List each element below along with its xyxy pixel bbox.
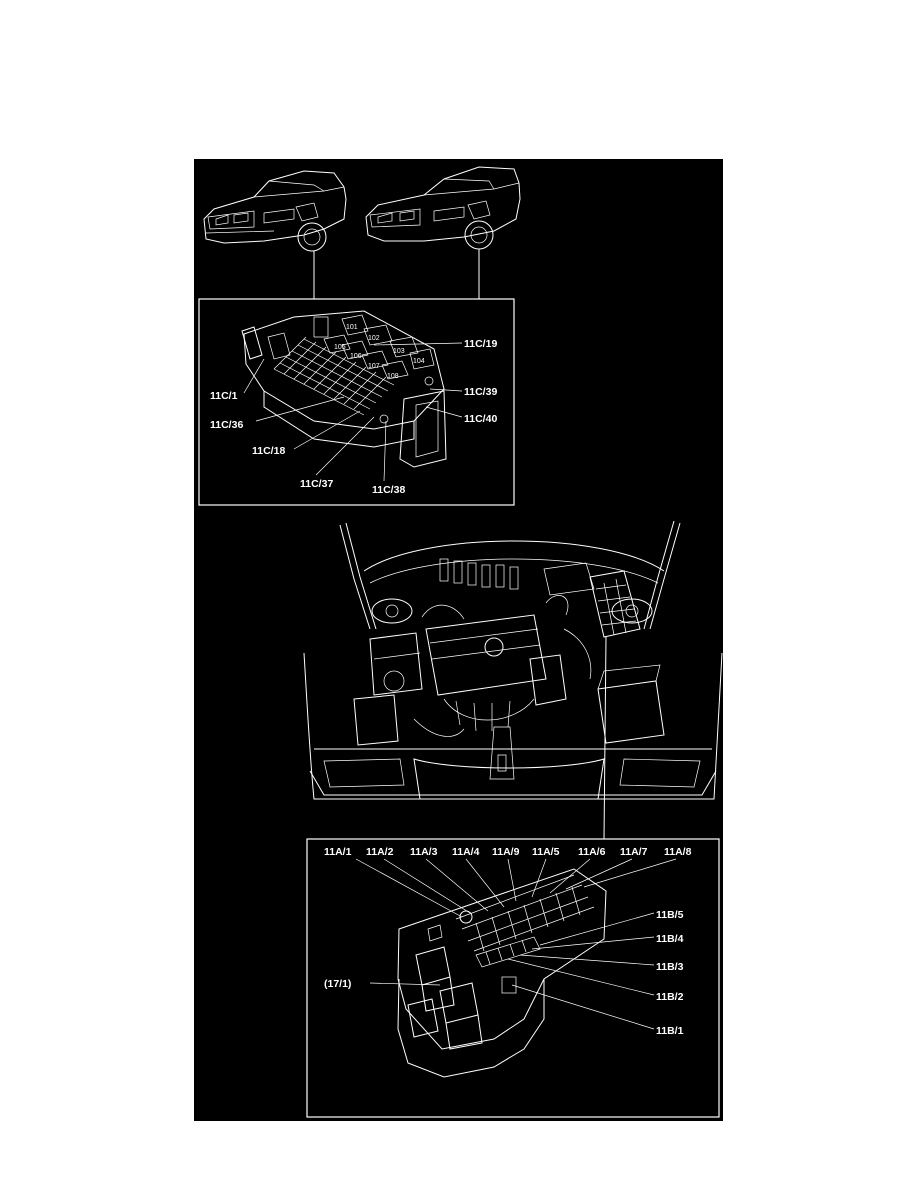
- label-11a-2: 11A/2: [366, 846, 394, 858]
- label-11a-8: 11A/8: [664, 846, 692, 858]
- leader-11b-5: [539, 912, 655, 946]
- leader-11a-2: [383, 858, 471, 914]
- fuse-number-107: 107: [368, 363, 380, 370]
- fuse-number-106: 106: [350, 353, 362, 360]
- fuse-number-104: 104: [413, 358, 425, 365]
- label-11b-2: 11B/2: [656, 991, 684, 1003]
- leader-11b-2: [507, 958, 655, 996]
- leader-11c-37: [315, 416, 375, 476]
- leader-relay-box: [603, 636, 607, 840]
- callout-11c-1: 11C/1: [210, 390, 238, 402]
- leader-11a-8: [583, 858, 677, 888]
- label-11a-6: 11A/6: [578, 846, 606, 858]
- diagram-canvas: 101 102 103 104 105 106 107 108 11C/19 1…: [198, 166, 723, 1118]
- callout-11c-40: 11C/40: [464, 413, 497, 425]
- engine-bay-drawing: [303, 520, 723, 800]
- leader-11a-1: [355, 858, 463, 918]
- leader-11b-4: [531, 936, 655, 950]
- leader-11a-6: [549, 858, 591, 894]
- fuse-number-102: 102: [368, 335, 380, 342]
- leader-11c-39: [429, 388, 463, 392]
- leader-11a-4: [465, 858, 505, 908]
- label-11a-1: 11A/1: [324, 846, 352, 858]
- leader-11a-7: [565, 858, 633, 890]
- label-17-1: (17/1): [324, 978, 351, 990]
- callout-11c-39: 11C/39: [464, 386, 497, 398]
- car-view-sedan: [203, 170, 347, 252]
- callout-11c-38: 11C/38: [372, 484, 405, 496]
- leader-11c-1: [243, 358, 265, 394]
- leader-11c-19: [373, 342, 463, 346]
- leader-11a-3: [425, 858, 489, 912]
- label-11b-5: 11B/5: [656, 909, 684, 921]
- leader-11c-36: [255, 396, 345, 422]
- fuse-box-drawing: [241, 310, 447, 468]
- fuse-number-103: 103: [393, 348, 405, 355]
- label-11b-3: 11B/3: [656, 961, 684, 973]
- label-11a-5: 11A/5: [532, 846, 560, 858]
- label-11b-4: 11B/4: [656, 933, 684, 945]
- relay-box-drawing: [397, 868, 607, 1078]
- label-11a-9: 11A/9: [492, 846, 520, 858]
- leader-11b-1: [511, 984, 655, 1030]
- label-11a-7: 11A/7: [620, 846, 648, 858]
- label-11a-3: 11A/3: [410, 846, 438, 858]
- leader-11a-5: [531, 858, 547, 898]
- fuse-number-105: 105: [334, 344, 346, 351]
- leader-11c-18: [293, 410, 361, 450]
- fuse-number-108: 108: [387, 373, 399, 380]
- leader-17-1: [369, 982, 441, 986]
- leader-11c-40: [425, 406, 463, 418]
- leader-11c-38: [383, 420, 387, 482]
- callout-11c-37: 11C/37: [300, 478, 333, 490]
- relay-box-frame: [306, 838, 720, 1118]
- wiring-diagram-panel: 101 102 103 104 105 106 107 108 11C/19 1…: [194, 159, 723, 1121]
- callout-11c-18: 11C/18: [252, 445, 285, 457]
- leader-11a-9: [507, 858, 517, 902]
- fuse-box-frame: [198, 298, 515, 506]
- leader-11b-3: [519, 954, 655, 966]
- label-11b-1: 11B/1: [656, 1025, 684, 1037]
- car-view-coupe: [365, 166, 521, 250]
- label-11a-4: 11A/4: [452, 846, 480, 858]
- callout-11c-36: 11C/36: [210, 419, 243, 431]
- callout-11c-19: 11C/19: [464, 338, 497, 350]
- fuse-number-101: 101: [346, 324, 358, 331]
